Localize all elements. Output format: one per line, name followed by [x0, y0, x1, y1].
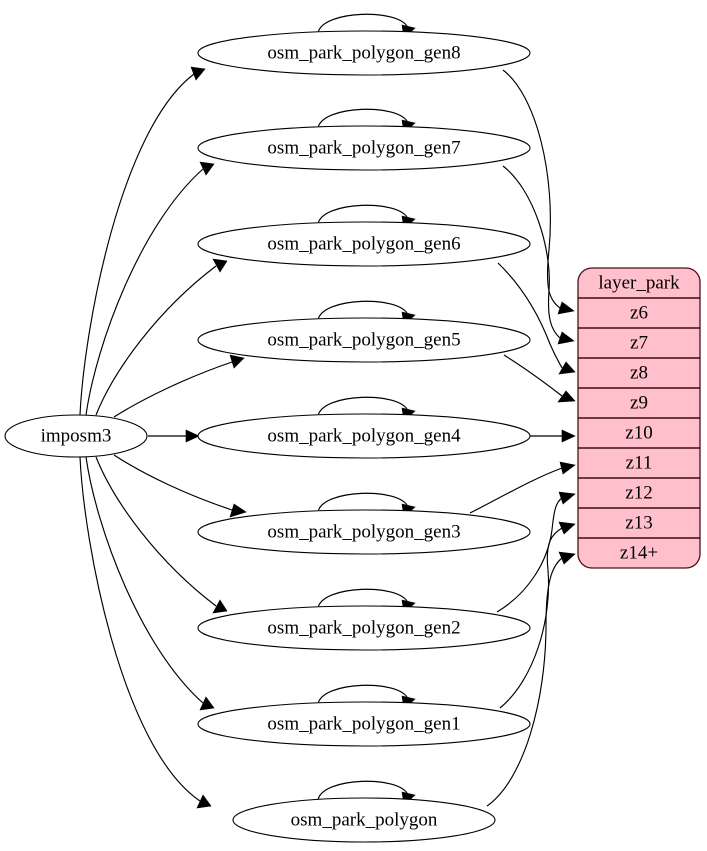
arrowhead-gen2	[212, 599, 228, 614]
table-row-z9[interactable]: z9	[630, 392, 648, 413]
gen2-label: osm_park_polygon_gen2	[267, 617, 460, 638]
node-osm-park-polygon-gen6[interactable]: osm_park_polygon_gen6	[197, 204, 531, 267]
self-loop-gen7	[317, 108, 409, 129]
polygon-label: osm_park_polygon	[291, 809, 438, 830]
edge-imposm3-to-gen1	[85, 456, 204, 704]
gen6-ellipse[interactable]	[197, 221, 531, 267]
table-row-z7[interactable]: z7	[630, 332, 648, 353]
arrowhead-gen4	[185, 429, 200, 443]
gen5-label: osm_park_polygon_gen5	[267, 329, 460, 350]
node-imposm3[interactable]: imposm3	[4, 414, 148, 458]
table-row-z6[interactable]: z6	[630, 302, 648, 323]
node-osm-park-polygon-gen3[interactable]: osm_park_polygon_gen3	[197, 492, 531, 555]
arrowhead-z9	[557, 390, 576, 403]
gen2-ellipse[interactable]	[197, 605, 531, 651]
self-loop-gen8	[317, 13, 409, 34]
node-osm-park-polygon-gen8[interactable]: osm_park_polygon_gen8	[197, 13, 531, 76]
table-row-z10[interactable]: z10	[625, 422, 652, 443]
edge-gen5-to-z9	[503, 354, 563, 397]
node-osm-park-polygon[interactable]: osm_park_polygon	[232, 780, 496, 843]
table-layer-park[interactable]: layer_park z6 z7 z8 z9 z10 z11 z12 z13 z…	[577, 267, 701, 569]
edge-imposm3-to-gen3	[113, 454, 233, 511]
edges-nodes-to-table	[469, 69, 576, 807]
arrowhead-z11	[559, 461, 576, 475]
edge-imposm3-to-gen5	[113, 361, 233, 418]
gen7-label: osm_park_polygon_gen7	[267, 137, 460, 158]
table-header-label: layer_park	[598, 272, 680, 293]
table-row-z14-plus[interactable]: z14+	[620, 542, 658, 563]
edge-polygon-to-z14	[486, 557, 563, 807]
node-osm-park-polygon-gen4[interactable]: osm_park_polygon_gen4	[197, 396, 531, 459]
edge-gen7-to-z7	[502, 165, 561, 339]
arrowhead-z8	[558, 361, 576, 375]
gen5-ellipse[interactable]	[197, 317, 531, 363]
self-loop-gen6	[317, 204, 409, 225]
node-osm-park-polygon-gen2[interactable]: osm_park_polygon_gen2	[197, 588, 531, 651]
gen3-label: osm_park_polygon_gen3	[267, 521, 460, 542]
edge-imposm3-to-gen7	[85, 168, 204, 416]
imposm3-ellipse[interactable]	[4, 414, 148, 458]
edge-gen3-to-z11	[469, 467, 563, 514]
table-row-z12[interactable]: z12	[625, 482, 652, 503]
polygon-ellipse[interactable]	[232, 797, 496, 843]
arrowhead-gen8	[190, 66, 206, 81]
self-loop-gen5	[317, 300, 409, 321]
gen8-ellipse[interactable]	[197, 30, 531, 76]
edge-imposm3-to-gen8	[79, 73, 195, 416]
arrowhead-polygon	[196, 794, 212, 809]
gen8-label: osm_park_polygon_gen8	[267, 42, 460, 63]
arrowhead-z12	[558, 491, 576, 505]
node-osm-park-polygon-gen7[interactable]: osm_park_polygon_gen7	[197, 108, 531, 171]
table-row-z8[interactable]: z8	[630, 362, 648, 383]
node-osm-park-polygon-gen5[interactable]: osm_park_polygon_gen5	[197, 300, 531, 363]
self-loop-gen1	[317, 684, 409, 705]
arrowhead-gen3	[229, 503, 247, 518]
arrowhead-z7	[557, 331, 575, 345]
edges-source-to-nodes	[79, 66, 247, 809]
arrowhead-gen6	[212, 258, 228, 273]
edge-imposm3-to-gen2	[95, 456, 217, 607]
self-loop-gen2	[317, 588, 409, 609]
arrowhead-z10	[561, 429, 576, 443]
arrowhead-z14	[558, 551, 576, 565]
table-row-z13[interactable]: z13	[625, 512, 652, 533]
arrowhead-z6	[557, 301, 575, 315]
imposm3-label: imposm3	[41, 425, 112, 446]
arrowhead-gen5	[229, 354, 245, 369]
self-loop-polygon	[317, 780, 409, 801]
arrowhead-z13	[558, 521, 576, 535]
arrowhead-gen7	[199, 161, 215, 176]
arrowhead-gen1	[199, 696, 215, 711]
self-loop-gen4	[317, 396, 409, 417]
gen6-label: osm_park_polygon_gen6	[267, 233, 460, 254]
edge-imposm3-to-polygon	[79, 456, 201, 802]
gen4-label: osm_park_polygon_gen4	[267, 425, 461, 446]
gen4-ellipse[interactable]	[197, 413, 531, 459]
edge-gen2-to-z12	[496, 497, 563, 613]
table-row-z11[interactable]: z11	[626, 452, 653, 473]
gen1-label: osm_park_polygon_gen1	[267, 713, 460, 734]
gen1-ellipse[interactable]	[197, 701, 531, 747]
edge-imposm3-to-gen6	[95, 265, 217, 416]
self-loop-gen3	[317, 492, 409, 513]
edge-gen8-to-z6	[502, 69, 561, 309]
gen7-ellipse[interactable]	[197, 125, 531, 171]
edge-gen6-to-z8	[497, 262, 563, 369]
node-osm-park-polygon-gen1[interactable]: osm_park_polygon_gen1	[197, 684, 531, 747]
gen3-ellipse[interactable]	[197, 509, 531, 555]
